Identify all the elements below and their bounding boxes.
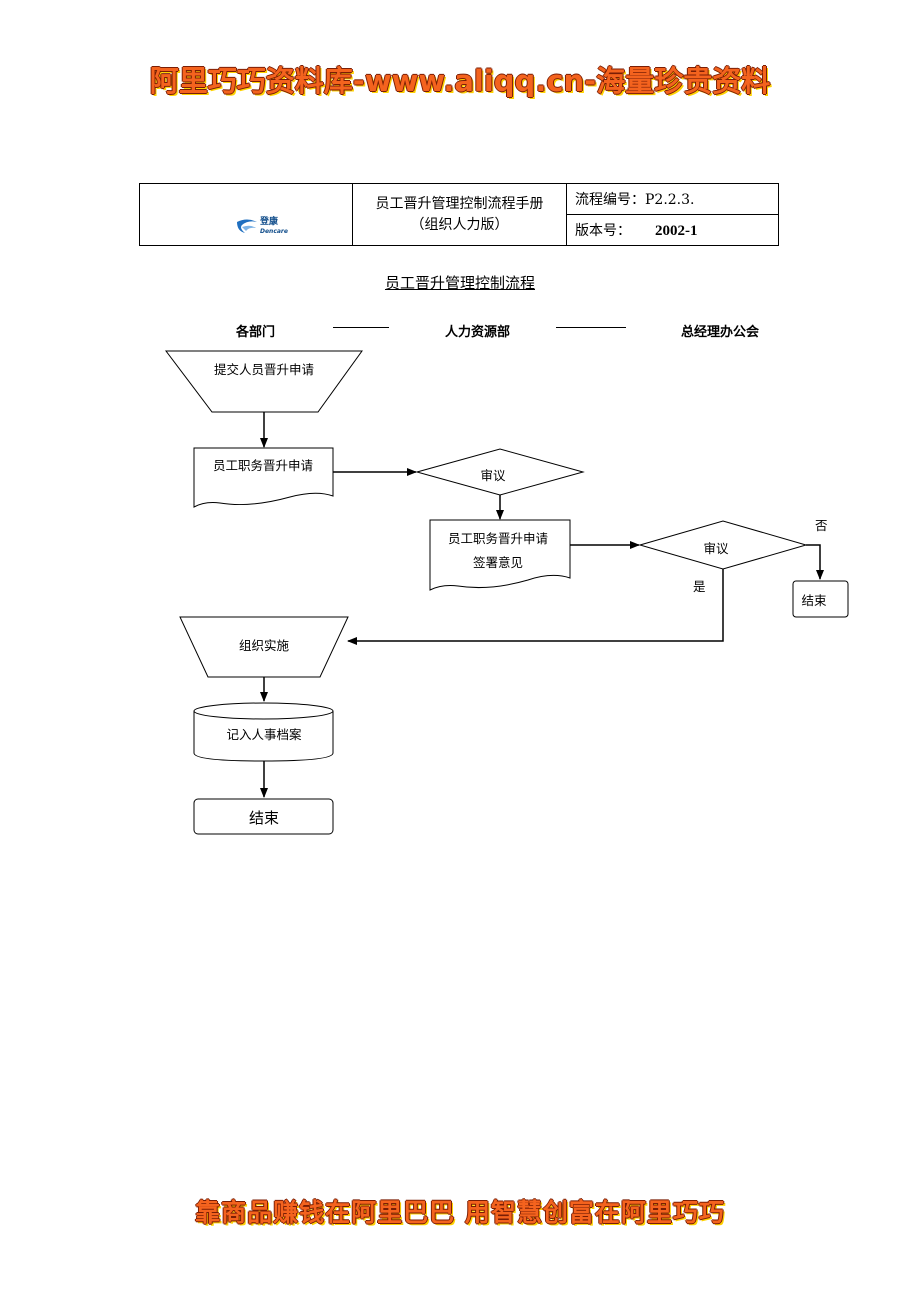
signed-opinion-document-node: 员工职务晋升申请 签署意见 <box>429 519 571 591</box>
manual-title-line2: （组织人力版） <box>410 216 509 233</box>
end-bottom-node: 结束 <box>193 798 334 835</box>
logo-chinese-name: 登康 <box>260 217 279 227</box>
banner-top: 阿里巧巧资料库-www.aliqq.cn-海量珍贵资料 <box>149 64 771 98</box>
logo-cell: 登康 Dencare <box>139 183 353 246</box>
end-right-label: 结束 <box>801 593 827 608</box>
department-label-various: 各部门 <box>236 325 276 340</box>
review1-decision-node: 审议 <box>415 448 585 496</box>
application-document-label: 员工职务晋升申请 <box>213 458 313 473</box>
version-value: 2002-1 <box>655 223 698 239</box>
company-logo: 登康 Dencare <box>236 218 288 236</box>
banner-bottom: 靠商品赚钱在阿里巴巴 用智慧创富在阿里巧巧 <box>195 1198 725 1227</box>
process-number-label: 流程编号： <box>575 192 645 208</box>
department-separator-1 <box>333 327 389 328</box>
submit-application-node: 提交人员晋升申请 <box>164 350 363 413</box>
arrow-review2-no-to-end <box>806 544 824 580</box>
yes-branch-label: 是 <box>693 579 706 594</box>
manual-title-cell: 员工晋升管理控制流程手册 （组织人力版） <box>352 183 567 246</box>
department-separator-2 <box>556 327 626 328</box>
process-number-value: P2.2.3. <box>645 192 695 208</box>
implement-node: 组织实施 <box>179 616 349 678</box>
signed-doc-line1: 员工职务晋升申请 <box>448 531 548 546</box>
personnel-record-label: 记入人事档案 <box>226 727 302 742</box>
arrow-review2-yes-to-implement <box>347 569 724 645</box>
application-document-node: 员工职务晋升申请 <box>193 447 334 508</box>
review2-label: 审议 <box>703 541 729 556</box>
review2-decision-node: 审议 <box>638 520 808 570</box>
manual-title-line1: 员工晋升管理控制流程手册 <box>375 195 544 212</box>
signed-doc-line2: 签署意见 <box>473 555 523 570</box>
version-label: 版本号： <box>575 223 631 239</box>
end-right-node: 结束 <box>792 580 849 618</box>
end-bottom-label: 结束 <box>249 809 279 827</box>
department-label-gm-office: 总经理办公会 <box>681 325 760 340</box>
no-branch-label: 否 <box>815 518 828 533</box>
department-label-hr: 人力资源部 <box>445 325 511 340</box>
logo-english-name: Dencare <box>260 228 288 235</box>
implement-label: 组织实施 <box>239 638 290 653</box>
document-header-table: 登康 Dencare 员工晋升管理控制流程手册 （组织人力版） 流程编号：P2.… <box>139 183 779 246</box>
document-title: 员工晋升管理控制流程 <box>384 274 535 292</box>
logo-swoosh-icon <box>237 219 257 233</box>
personnel-record-node: 记入人事档案 <box>193 702 334 762</box>
submit-application-label: 提交人员晋升申请 <box>214 362 314 377</box>
review1-label: 审议 <box>480 468 506 483</box>
version-cell: 版本号： 2002-1 <box>566 214 779 246</box>
